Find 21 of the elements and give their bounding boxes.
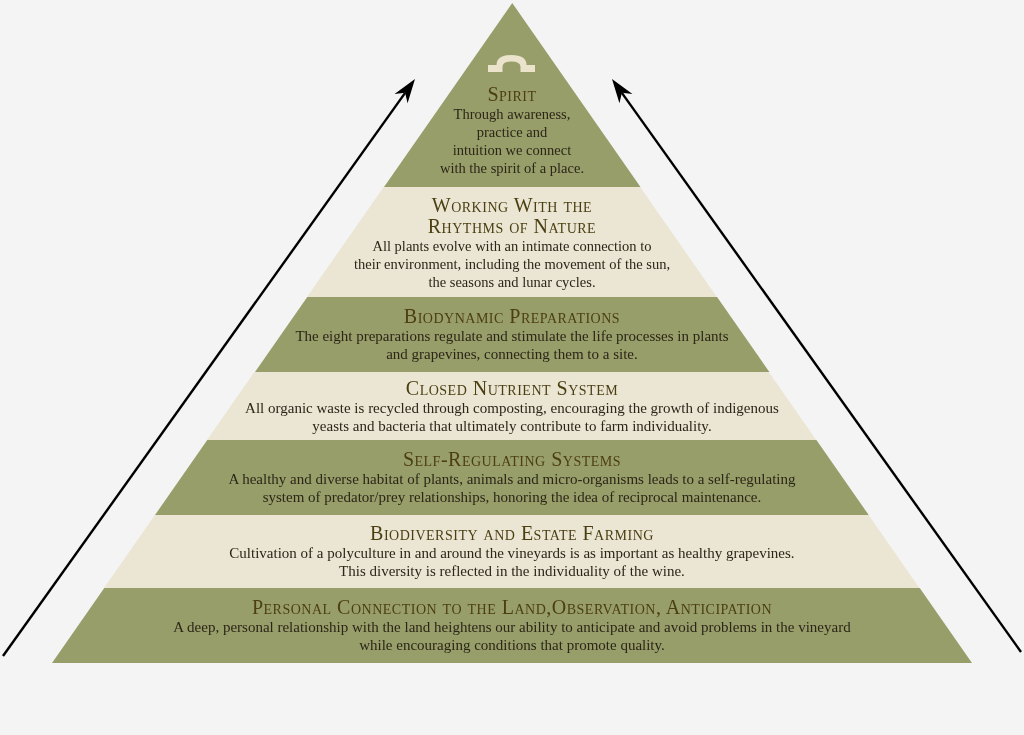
pyramid-tier [307,187,717,297]
tier-description: Cultivation of a polyculture in and around the vineyards is as important as healthy grapevines. This diversity is reflected in the individuality of the wine. [229,544,795,580]
pyramid-tier [104,515,920,588]
tier-description: All organic waste is recycled through composting, encouraging the growth of indigenous yeasts and bacteria that ultimately contribute to farm individuality. [245,398,779,435]
tier-heading: Self-Regulating Systems [402,449,622,470]
tier-heading: Personal Connection to the Land,Observation, Anticipation [251,597,773,618]
tier-heading: Biodynamic Preparations [403,306,621,327]
tier-heading: Spirit [487,84,537,105]
tier-description: All plants evolve with an intimate connection to their environment, including the movement of the sun, the seasons and lunar cycles. [353,236,671,291]
tier-heading: Closed Nutrient System [405,377,619,399]
pyramid-tier [254,297,770,372]
tier-description: A healthy and diverse habitat of plants, animals and micro-organisms leads to a self-regulating system of predator/prey relationships, honoring the idea of reciprocal maintenance. [228,470,796,506]
pyramid-tier [383,3,641,187]
tier-description: The eight preparations regulate and stimulate the life processes in plants and grapevines, connecting them to a site. [295,327,729,363]
tier-heading: Biodiversity and Estate Farming [370,523,654,544]
pyramid-tier [52,588,972,663]
tier-description: A deep, personal relationship with the land heightens our ability to anticipate and avoid problems in the vineyard while encouraging conditions that promote quality. [173,618,851,654]
tier-heading: Working With the Rhythms of Nature [427,194,597,237]
pyramid-tier [155,440,869,515]
tier-description: Through awareness, practice and intuition we connect with the spirit of a place. [439,105,585,177]
pyramid-tier [207,372,817,440]
